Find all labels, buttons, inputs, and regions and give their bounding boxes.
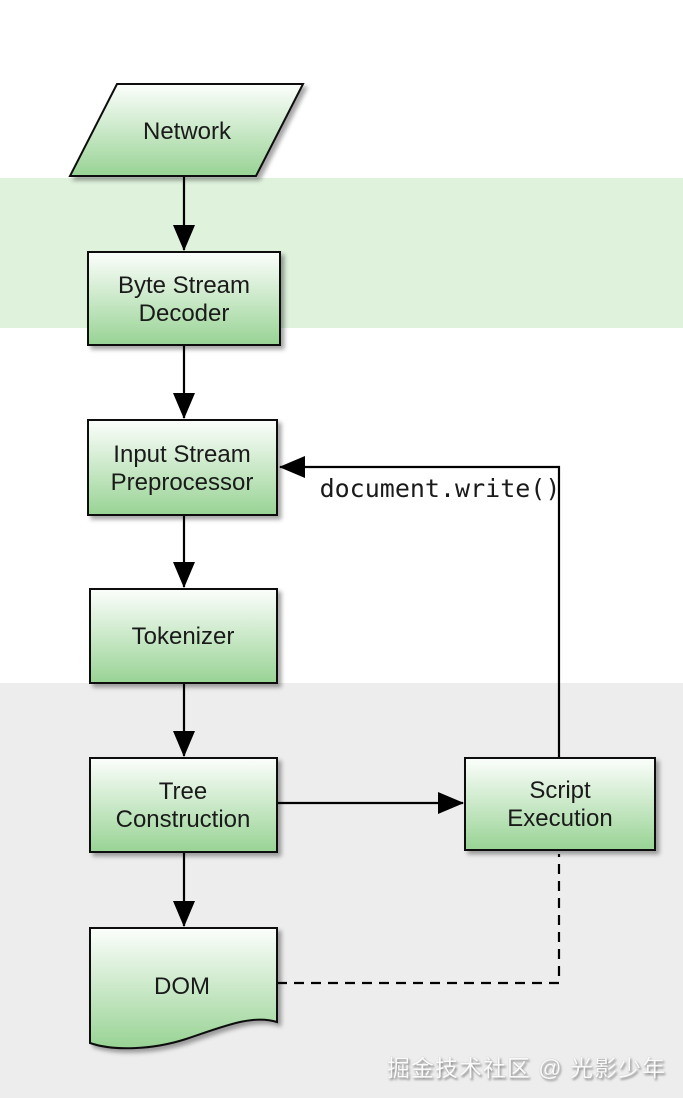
tree-construction-label-line1: Tree <box>159 778 207 805</box>
node-network <box>68 83 305 177</box>
watermark-text: 掘金技术社区 @ 光影少年 <box>386 1055 666 1081</box>
script-execution-label-line1: Script <box>529 777 591 804</box>
byte-stream-decoder-label-line1: Byte Stream <box>118 272 250 299</box>
script-execution-label-line2: Execution <box>507 805 612 832</box>
dom-label: DOM <box>154 973 210 1000</box>
tokenizer-label: Tokenizer <box>132 623 235 650</box>
node-tree-construction <box>89 757 278 853</box>
node-input-stream-preprocessor <box>87 419 278 516</box>
input-stream-preprocessor-label-line2: Preprocessor <box>111 469 254 496</box>
input-stream-preprocessor-label-line1: Input Stream <box>113 441 250 468</box>
node-script-execution <box>464 757 656 851</box>
node-tokenizer <box>89 588 278 684</box>
node-byte-stream-decoder <box>87 251 281 346</box>
tree-construction-label-line2: Construction <box>116 806 251 833</box>
network-label: Network <box>143 118 232 145</box>
edge-script-execution-to-preprocessor-feedback <box>279 456 561 758</box>
byte-stream-decoder-label-line2: Decoder <box>139 300 230 327</box>
node-dom-document <box>89 927 278 1050</box>
edge-dom-to-script-execution-dashed <box>277 854 561 985</box>
document-write-edge-label: document.write() <box>320 474 561 503</box>
